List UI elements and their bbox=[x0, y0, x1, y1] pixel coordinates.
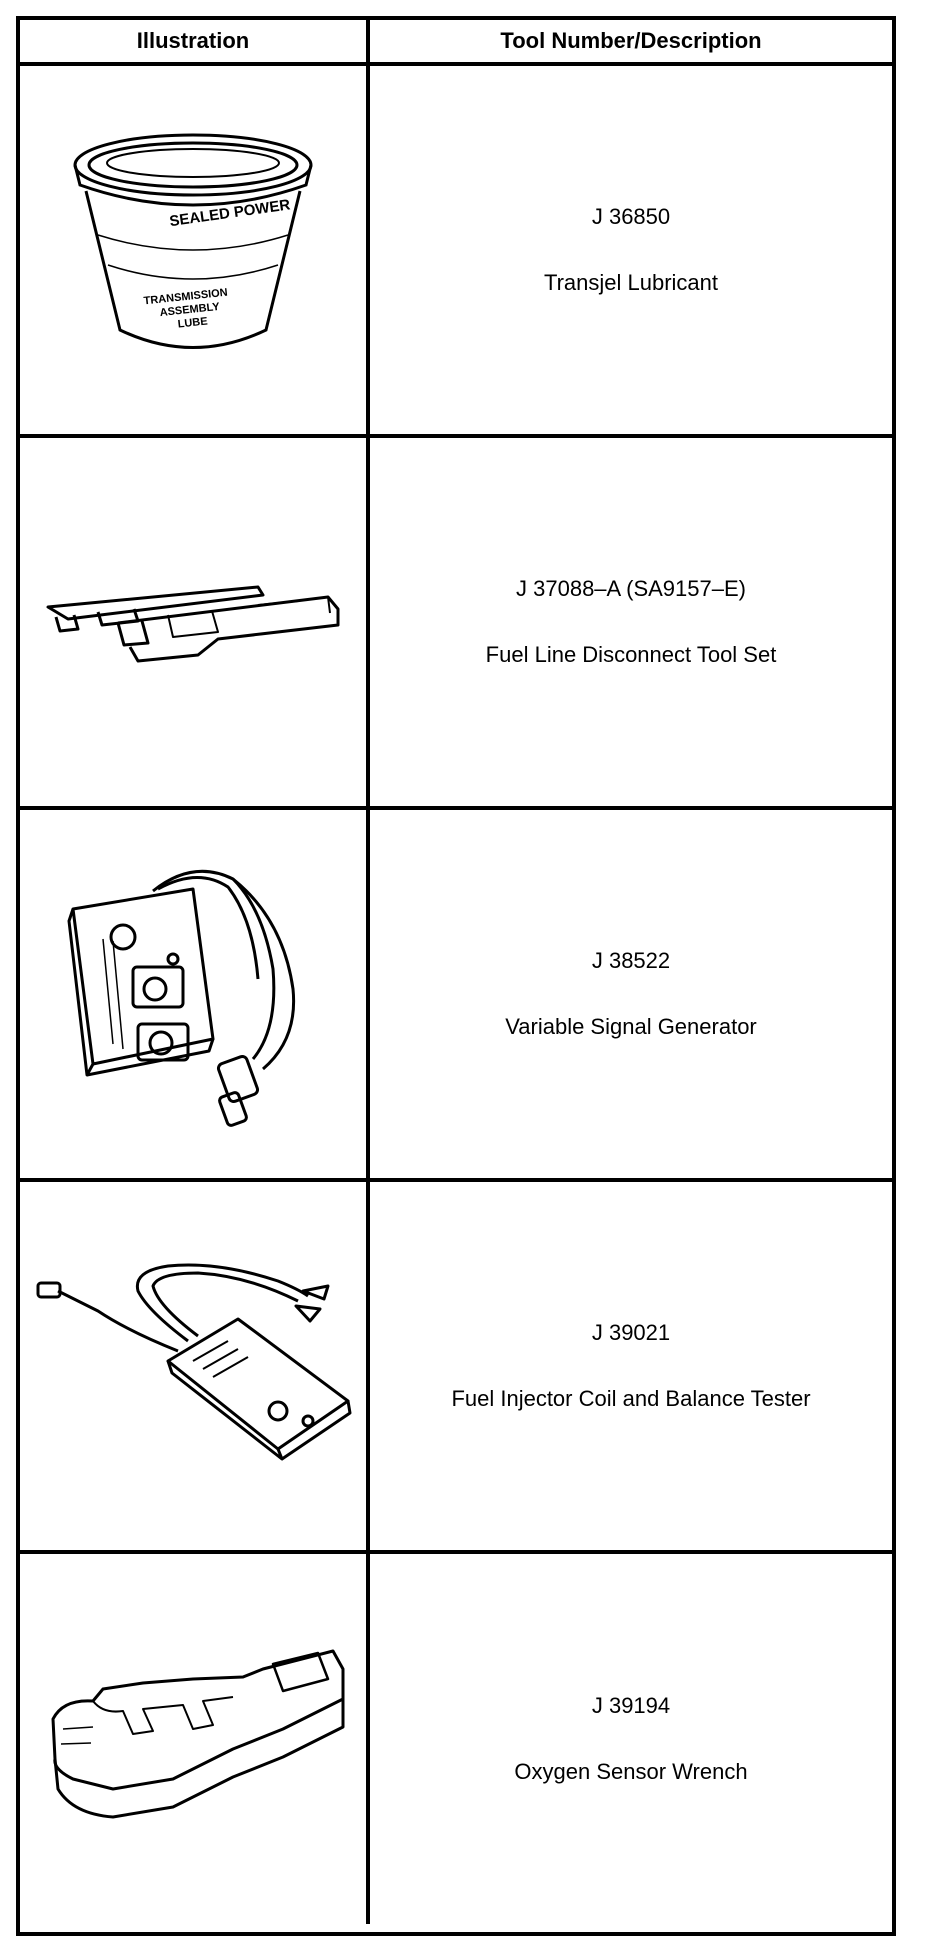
oxygen-sensor-wrench-icon bbox=[51, 1649, 345, 1819]
tool-number: J 39194 bbox=[591, 1693, 671, 1718]
table-header: Illustration Tool Number/Description bbox=[20, 20, 892, 66]
tool-table: Illustration Tool Number/Description SEA… bbox=[16, 16, 896, 1936]
tool-name: Fuel Line Disconnect Tool Set bbox=[485, 642, 777, 667]
tool-name: Transjel Lubricant bbox=[543, 270, 719, 295]
tool-number: J 39021 bbox=[591, 1320, 671, 1345]
header-illustration: Illustration bbox=[20, 20, 370, 62]
table-row: J 37088–A (SA9157–E) Fuel Line Disconnec… bbox=[20, 438, 892, 810]
tool-number: J 36850 bbox=[591, 204, 671, 229]
svg-text:LUBE: LUBE bbox=[177, 315, 208, 330]
description-cell: J 36850 Transjel Lubricant bbox=[370, 66, 892, 434]
tool-number: J 37088–A (SA9157–E) bbox=[516, 576, 746, 601]
tool-name: Oxygen Sensor Wrench bbox=[514, 1759, 748, 1784]
header-tool-number: Tool Number/Description bbox=[500, 28, 762, 53]
table-row: J 39194 Oxygen Sensor Wrench bbox=[20, 1554, 892, 1924]
disconnect-tool-set-icon bbox=[46, 585, 340, 663]
illustration-cell bbox=[20, 438, 370, 806]
illustration-cell bbox=[20, 1554, 370, 1924]
illustration-cell: SEALED POWER TRANSMISSION ASSEMBLY LUBE bbox=[20, 66, 370, 434]
injector-tester-icon bbox=[36, 1263, 352, 1461]
tool-name: Variable Signal Generator bbox=[505, 1014, 757, 1039]
table-row: J 38522 Variable Signal Generator bbox=[20, 810, 892, 1182]
description-cell: J 39194 Oxygen Sensor Wrench bbox=[370, 1554, 892, 1924]
description-cell: J 39021 Fuel Injector Coil and Balance T… bbox=[370, 1182, 892, 1550]
signal-generator-icon bbox=[67, 869, 296, 1127]
lubricant-tub-icon: SEALED POWER TRANSMISSION ASSEMBLY LUBE bbox=[73, 133, 313, 349]
description-cell: J 37088–A (SA9157–E) Fuel Line Disconnec… bbox=[370, 438, 892, 806]
tool-name: Fuel Injector Coil and Balance Tester bbox=[451, 1386, 811, 1411]
table-row: J 39021 Fuel Injector Coil and Balance T… bbox=[20, 1182, 892, 1554]
illustration-cell bbox=[20, 810, 370, 1178]
illustration-cell bbox=[20, 1182, 370, 1550]
tool-number: J 38522 bbox=[591, 948, 671, 973]
description-cell: J 38522 Variable Signal Generator bbox=[370, 810, 892, 1178]
table-row: SEALED POWER TRANSMISSION ASSEMBLY LUBE … bbox=[20, 66, 892, 438]
